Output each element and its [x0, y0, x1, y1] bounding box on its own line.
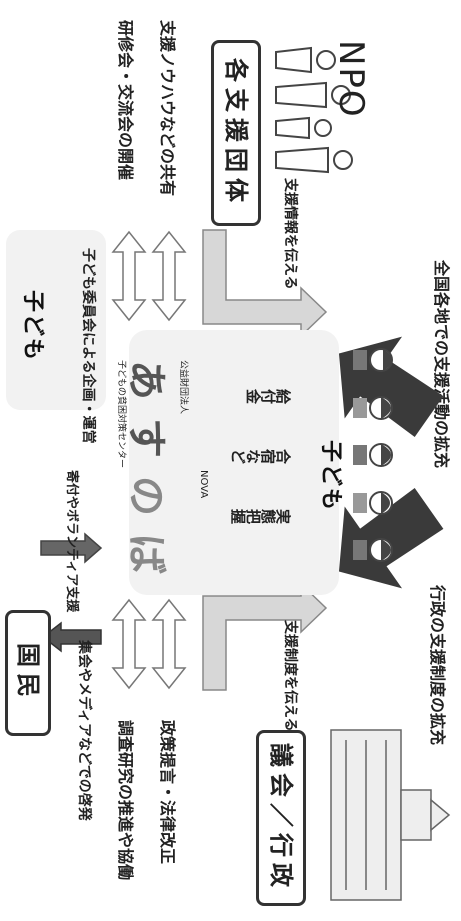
gov-item-1: 政策提言・法律改正 [158, 720, 177, 865]
child-5 [353, 538, 393, 562]
expand-arrow-right [338, 487, 444, 589]
npo-double-arrow-2 [111, 230, 147, 322]
child-4 [353, 491, 393, 515]
gov-side-text: 支援制度を伝える [282, 620, 298, 732]
npo-double-arrow-1 [151, 230, 187, 322]
kokumin-arrow [41, 621, 102, 653]
npo-l-arrow [202, 229, 328, 338]
gov-double-arrow-2 [111, 598, 147, 690]
gov-item-2: 調査研究の推進や協働 [116, 720, 135, 881]
child-3 [353, 443, 393, 467]
child-1 [353, 348, 393, 372]
donation-arrow [40, 532, 103, 564]
gov-title: 議会／行政 [256, 730, 306, 906]
bottom-kodomo-title: 子ども [20, 290, 45, 363]
gov-l-arrow [202, 582, 328, 691]
bottom-kodomo-caption: 子ども委員会による企画・運営 [80, 248, 96, 444]
kokumin-title: 国民 [5, 610, 51, 736]
kokumin-caption: 集会やメディアなどでの啓発 [76, 640, 92, 821]
donation-label: 寄付やボランティア支援 [64, 470, 79, 613]
child-2 [353, 396, 393, 420]
gov-double-arrow-1 [151, 598, 187, 690]
